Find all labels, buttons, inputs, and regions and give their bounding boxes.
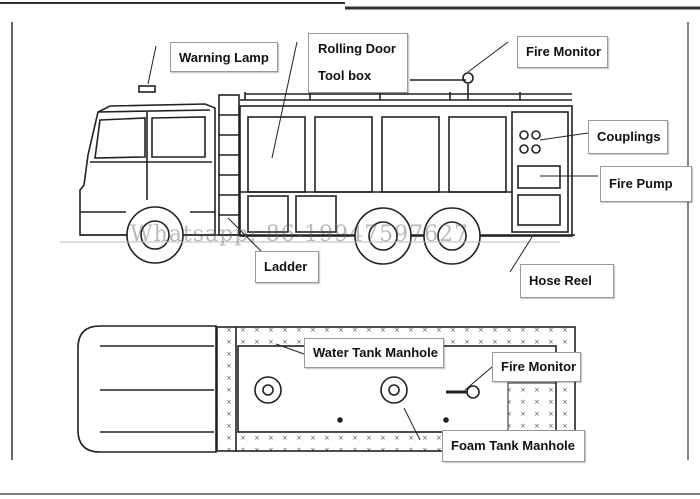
label-rolling-door-tool-box: Rolling Door Tool box xyxy=(308,33,408,93)
label-warning-lamp: Warning Lamp xyxy=(170,42,278,72)
leader-lines xyxy=(147,41,598,441)
watermark-text: Whatsapp: 86-19947597627 xyxy=(130,222,470,247)
label-tool-box: Tool box xyxy=(318,68,372,83)
label-water-tank-manhole: Water Tank Manhole xyxy=(304,338,444,368)
side-view-truck xyxy=(79,72,575,265)
label-fire-monitor-side: Fire Monitor xyxy=(517,36,608,68)
label-foam-tank-manhole: Foam Tank Manhole xyxy=(442,430,585,462)
label-fire-monitor-top: Fire Monitor xyxy=(492,352,581,382)
label-hose-reel: Hose Reel xyxy=(520,264,614,298)
label-fire-pump: Fire Pump xyxy=(600,166,692,202)
label-ladder: Ladder xyxy=(255,251,319,283)
label-rolling-door: Rolling Door xyxy=(318,41,396,56)
label-couplings: Couplings xyxy=(588,120,668,154)
